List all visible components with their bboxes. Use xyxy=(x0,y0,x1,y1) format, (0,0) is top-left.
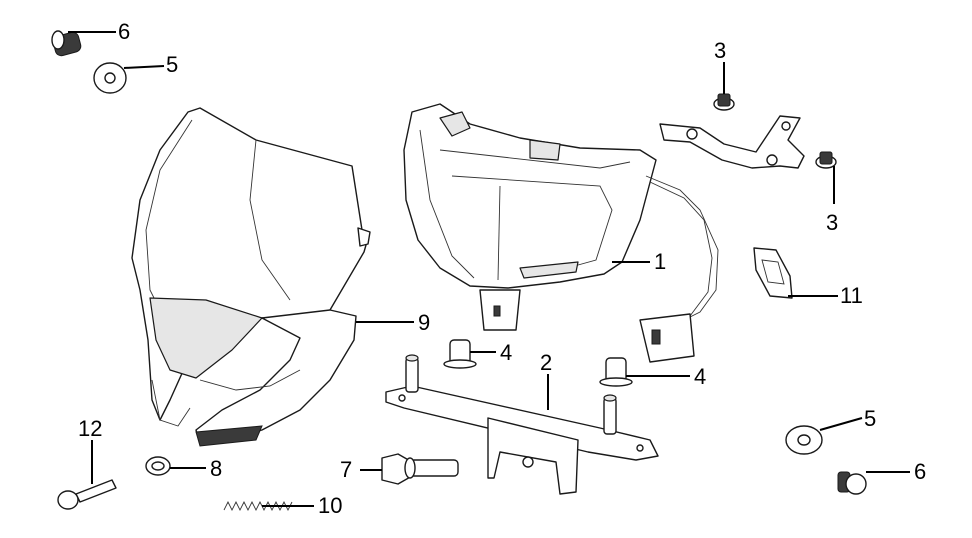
washer-bottom-right xyxy=(785,425,823,455)
grommet-left xyxy=(443,339,477,369)
grommet-right xyxy=(599,357,633,387)
bracket xyxy=(385,354,659,495)
leader-lines xyxy=(68,31,910,507)
spring xyxy=(223,500,293,512)
callout-3-top: 3 xyxy=(714,38,726,63)
flange-bolt xyxy=(381,453,459,485)
callout-3-right: 3 xyxy=(826,210,838,235)
callout-labels: 6 5 3 3 1 11 9 4 2 4 5 12 7 8 6 10 xyxy=(78,19,926,518)
long-bolt xyxy=(57,479,117,510)
o-ring xyxy=(145,456,171,476)
clip-plate xyxy=(753,247,793,299)
bolt-3-upper xyxy=(713,93,735,111)
callout-4-left: 4 xyxy=(500,340,512,365)
callout-9: 9 xyxy=(418,310,430,335)
callout-1: 1 xyxy=(654,249,666,274)
callout-5-right: 5 xyxy=(864,406,876,431)
callout-10: 10 xyxy=(318,493,342,518)
mounting-bracket xyxy=(659,115,805,169)
callout-12: 12 xyxy=(78,416,102,441)
screw-bottom-right xyxy=(837,471,867,495)
screw-top-left xyxy=(51,30,82,57)
headlight-assembly xyxy=(403,103,719,363)
callout-5-top: 5 xyxy=(166,52,178,77)
callout-11: 11 xyxy=(840,283,863,308)
callout-7: 7 xyxy=(340,457,352,482)
bolt-3-lower xyxy=(815,151,837,169)
headlight-mask xyxy=(131,107,371,447)
callout-6-right: 6 xyxy=(914,459,926,484)
callout-2: 2 xyxy=(540,350,552,375)
callout-8: 8 xyxy=(210,456,222,481)
callout-6-top: 6 xyxy=(118,19,130,44)
washer-top-left xyxy=(93,62,127,94)
callout-4-right: 4 xyxy=(694,364,706,389)
